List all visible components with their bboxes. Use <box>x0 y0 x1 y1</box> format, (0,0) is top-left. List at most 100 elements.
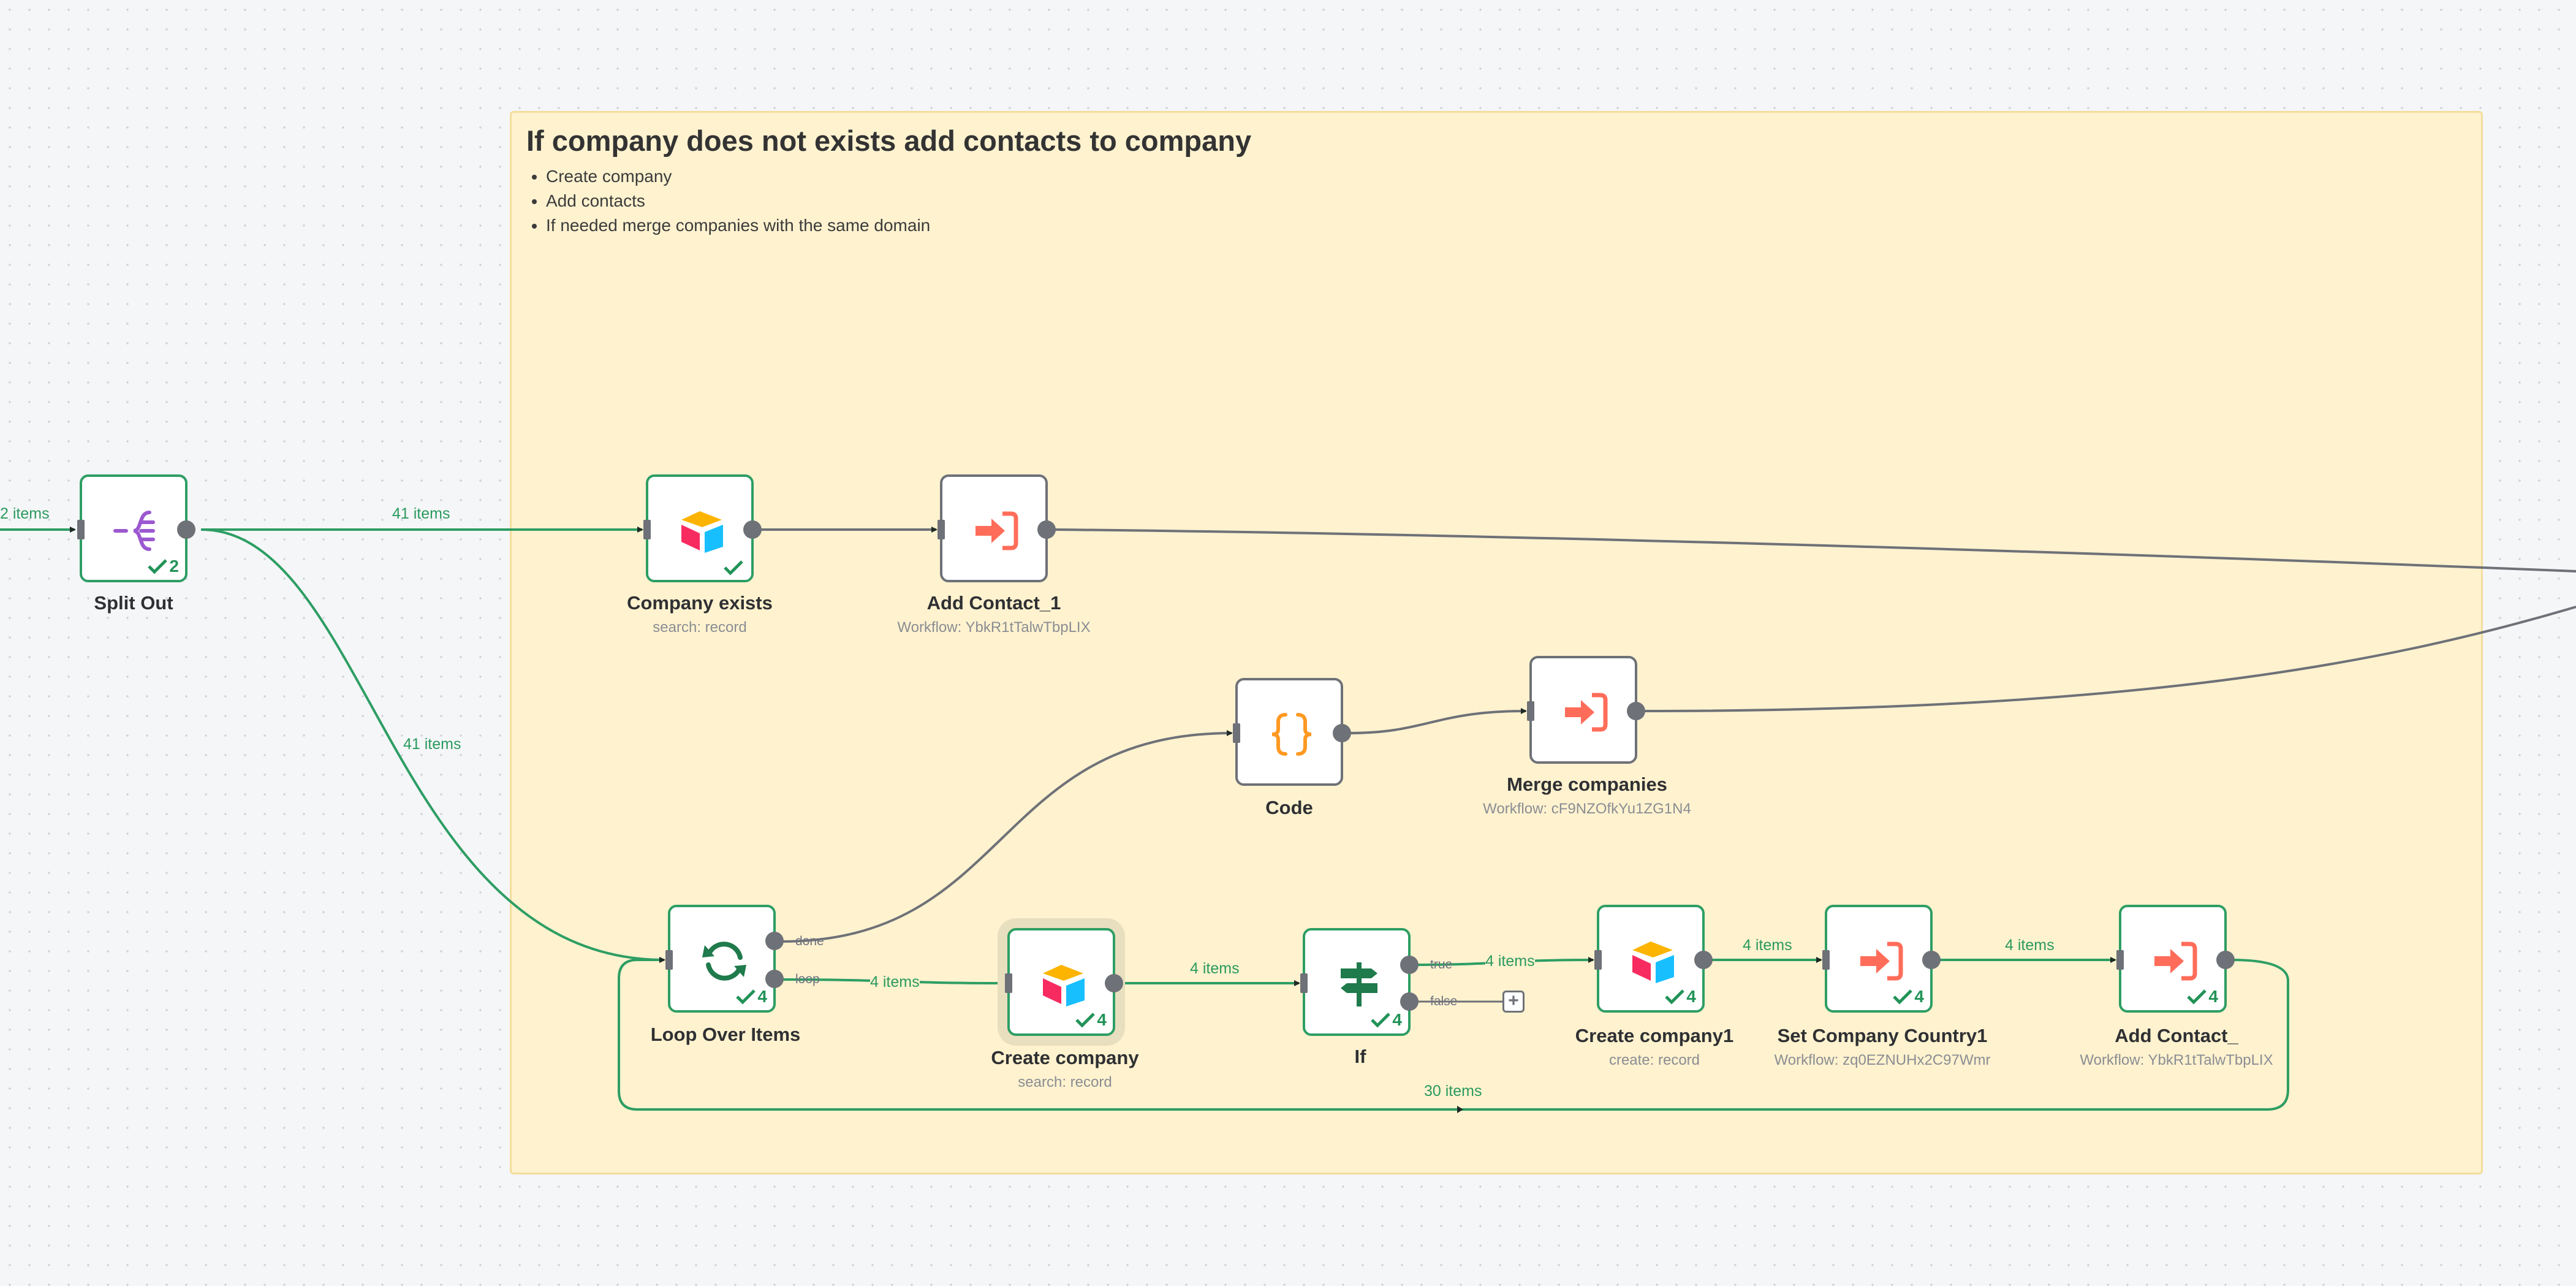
edge-label-incoming: 2 items <box>0 505 50 522</box>
node-subtitle: search: record <box>653 619 747 636</box>
input-port[interactable] <box>1594 950 1602 970</box>
input-port[interactable] <box>665 950 673 970</box>
node-label: Add Contact_ <box>2115 1025 2238 1046</box>
edge-label-loopback: 30 items <box>1424 1082 1482 1100</box>
output-port[interactable] <box>743 520 762 539</box>
node-label: Split Out <box>94 592 173 614</box>
port-label-false: false <box>1430 994 1458 1008</box>
run-count-badge <box>723 559 745 576</box>
node-subtitle: create: record <box>1608 1052 1700 1068</box>
input-port[interactable] <box>1005 973 1012 993</box>
run-count: 4 <box>1914 987 1924 1006</box>
node-label: Loop Over Items <box>650 1024 801 1045</box>
node-label: Merge companies <box>1507 774 1667 795</box>
connection-merge-out[interactable] <box>1643 606 2576 712</box>
sticky-note-list: Create company Add contacts If needed me… <box>523 164 930 238</box>
output-port[interactable] <box>1333 724 1351 742</box>
node-loop-over-items[interactable]: 4 <box>665 905 784 1013</box>
node-subtitle: Workflow: YbkR1tTalwTbpLIX <box>2080 1052 2273 1068</box>
code-braces-icon <box>1267 710 1316 759</box>
input-port[interactable] <box>938 520 945 539</box>
input-port[interactable] <box>2116 950 2124 970</box>
sticky-note-bullet: If needed merge companies with the same … <box>546 213 930 238</box>
check-icon <box>1075 1013 1096 1028</box>
loop-icon <box>700 937 749 986</box>
output-port-loop[interactable] <box>765 970 784 988</box>
input-port[interactable] <box>643 520 651 539</box>
node-add-contact-1[interactable] <box>938 474 1056 582</box>
check-icon <box>148 559 168 574</box>
output-port-false[interactable] <box>1400 992 1419 1011</box>
connection-split-to-loop[interactable] <box>200 528 665 963</box>
sticky-note[interactable]: If company does not exists add contacts … <box>510 111 2483 1174</box>
output-port[interactable] <box>2216 951 2235 969</box>
check-icon <box>724 560 743 576</box>
output-port[interactable] <box>1105 974 1123 992</box>
run-count-badge: 2 <box>147 557 179 576</box>
run-count: 4 <box>1392 1010 1402 1029</box>
node-company-exists[interactable] <box>643 474 762 582</box>
sticky-note-bullet: Add contacts <box>546 189 930 213</box>
run-count: 4 <box>1686 987 1696 1006</box>
edge-label-loop-to-create: 4 items <box>870 973 920 991</box>
check-icon <box>736 989 756 1005</box>
add-node-button[interactable]: + <box>1502 991 1525 1013</box>
node-label: Create company1 <box>1575 1025 1734 1046</box>
input-port[interactable] <box>1233 723 1240 743</box>
node-create-company[interactable]: 4 <box>1005 928 1123 1036</box>
input-port[interactable] <box>1527 701 1534 721</box>
connection-code-to-merge[interactable] <box>1347 708 1527 734</box>
run-count-badge: 4 <box>2186 987 2218 1006</box>
run-count-badge: 4 <box>1075 1010 1107 1030</box>
run-count: 4 <box>757 987 767 1006</box>
input-port[interactable] <box>1300 973 1308 993</box>
port-label-loop: loop <box>795 972 820 986</box>
execute-workflow-icon <box>2151 937 2200 986</box>
edge-label-create-to-if: 4 items <box>1190 960 1240 977</box>
output-port[interactable] <box>177 520 195 539</box>
edge-label-split-to-company-exists: 41 items <box>392 505 450 522</box>
check-icon <box>1893 989 1913 1005</box>
output-port[interactable] <box>1627 702 1645 720</box>
node-create-company1[interactable]: 4 <box>1594 905 1713 1013</box>
output-port-true[interactable] <box>1400 956 1419 974</box>
edge-label-if-true: 4 items <box>1485 953 1535 970</box>
run-count: 4 <box>1097 1010 1107 1029</box>
edge-label-set-country-to-add-contact: 4 items <box>2005 937 2055 954</box>
edge-label-create1-to-set-country: 4 items <box>1743 937 1792 954</box>
node-add-contact[interactable]: 4 <box>2116 905 2235 1013</box>
node-label: Code <box>1265 797 1313 818</box>
output-port[interactable] <box>1922 951 1941 969</box>
node-code[interactable] <box>1233 678 1351 786</box>
node-split-out[interactable]: 2 <box>77 474 195 582</box>
sticky-note-bullet: Create company <box>546 164 930 189</box>
split-out-icon <box>112 506 161 555</box>
if-signpost-icon <box>1335 960 1384 1009</box>
check-icon <box>2187 989 2207 1005</box>
connection-loopback[interactable] <box>618 957 2289 1111</box>
node-merge-companies[interactable] <box>1527 656 1645 764</box>
run-count-badge: 4 <box>1892 987 1924 1006</box>
output-port[interactable] <box>1037 520 1056 539</box>
run-count: 2 <box>169 557 179 576</box>
node-set-company-country1[interactable]: 4 <box>1822 905 1941 1013</box>
connection-add-contact-1-out[interactable] <box>1053 528 2576 573</box>
port-label-true: true <box>1430 957 1453 972</box>
node-label: Add Contact_1 <box>926 592 1061 614</box>
node-label: Create company <box>991 1047 1139 1068</box>
node-if[interactable]: 4 <box>1300 928 1419 1036</box>
run-count-badge: 4 <box>1370 1010 1402 1030</box>
node-label: Company exists <box>627 592 773 614</box>
output-port[interactable] <box>1694 951 1713 969</box>
input-port[interactable] <box>77 520 85 539</box>
node-subtitle: Workflow: cF9NZOfkYu1ZG1N4 <box>1483 801 1691 817</box>
run-count-badge: 4 <box>735 987 767 1006</box>
input-port[interactable] <box>1822 950 1830 970</box>
connection-loop-done-to-code[interactable] <box>781 730 1233 943</box>
check-icon <box>1665 989 1685 1005</box>
output-port-done[interactable] <box>765 932 784 950</box>
node-label: If <box>1354 1046 1366 1067</box>
airtable-icon <box>1629 937 1678 986</box>
